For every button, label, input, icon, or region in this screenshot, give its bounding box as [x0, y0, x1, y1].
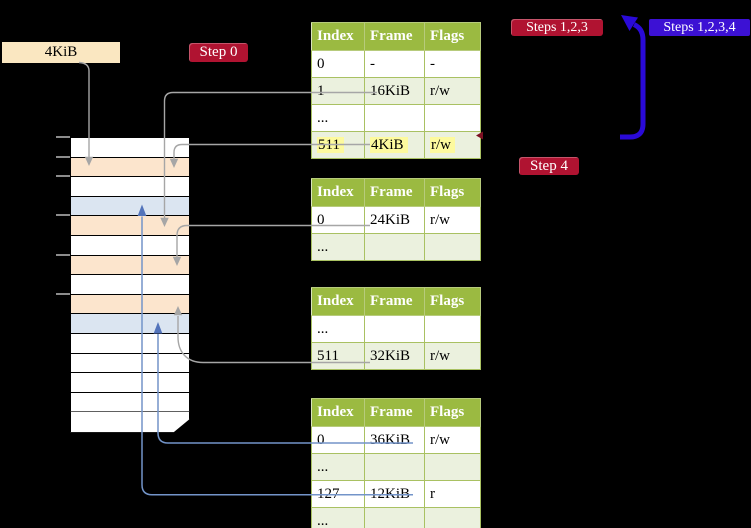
- memory-row-13: [70, 391, 190, 413]
- memory-row-5: [70, 235, 190, 257]
- table-row: ...: [311, 453, 481, 481]
- memory-row-3: [70, 195, 190, 217]
- cell-frame: 24KiB: [370, 211, 411, 228]
- step0-label: Step 0: [189, 43, 248, 62]
- memory-row-6: [70, 254, 190, 276]
- header-index: Index: [311, 287, 365, 316]
- cell-index: 511: [317, 136, 344, 153]
- memory-row-9: [70, 313, 190, 335]
- cell-index: 127: [317, 485, 340, 502]
- header-frame: Frame: [364, 287, 425, 316]
- table-row: ...: [311, 507, 481, 528]
- memory-row-10: [70, 333, 190, 355]
- cell-flags: r/w: [430, 431, 450, 448]
- table-header-row: Index Frame Flags: [311, 178, 481, 207]
- cell-index: ...: [317, 458, 329, 475]
- cell-flags: r: [430, 485, 435, 502]
- cell-flags: r/w: [430, 136, 455, 153]
- cell-index: ...: [317, 320, 329, 337]
- memory-row-2: [70, 176, 190, 198]
- table-row: ...: [311, 104, 481, 132]
- step4-label: Step 4: [519, 157, 579, 175]
- page-table-2: Index Frame Flags 0 24KiB r/w ...: [311, 178, 481, 261]
- cell-flags: r/w: [430, 82, 450, 99]
- cell-index: ...: [317, 238, 329, 255]
- cell-index: 1: [317, 82, 325, 99]
- cell-frame: -: [370, 55, 375, 72]
- memory-tick: [56, 293, 70, 295]
- cell-index: ...: [317, 512, 329, 528]
- memory-row-8: [70, 293, 190, 315]
- table-header-row: Index Frame Flags: [311, 22, 481, 51]
- memory-tick: [56, 175, 70, 177]
- cell-index: 0: [317, 211, 325, 228]
- steps1234-label: Steps 1,2,3,4: [649, 19, 750, 36]
- memory-tick: [56, 253, 70, 256]
- memory-row-0: [70, 137, 190, 159]
- header-flags: Flags: [424, 398, 481, 427]
- memory-row-11: [70, 352, 190, 374]
- header-flags: Flags: [424, 22, 481, 51]
- memory-row-14: [70, 411, 190, 433]
- memory-row-4: [70, 215, 190, 237]
- memory-tick: [56, 155, 70, 158]
- cell-frame: 36KiB: [370, 431, 411, 448]
- header-frame: Frame: [364, 22, 425, 51]
- header-frame: Frame: [364, 178, 425, 207]
- table-row: 511 32KiB r/w: [311, 342, 481, 370]
- table-row: 0 24KiB r/w: [311, 206, 481, 234]
- cell-index: 0: [317, 55, 325, 72]
- table-row: ...: [311, 233, 481, 261]
- cell-index: 511: [317, 347, 339, 364]
- page-table-4: Index Frame Flags 0 36KiB r/w ... 127 12…: [311, 398, 481, 528]
- table-header-row: Index Frame Flags: [311, 398, 481, 427]
- table-row-highlighted: 511 4KiB r/w: [311, 131, 481, 159]
- memory-row-7: [70, 274, 190, 296]
- cell-index: ...: [317, 109, 329, 126]
- table-row: 0 36KiB r/w: [311, 426, 481, 454]
- memory-tick: [56, 214, 70, 216]
- cell-frame: 12KiB: [370, 485, 411, 502]
- cell-frame: 4KiB: [370, 136, 408, 153]
- page-table-1: Index Frame Flags 0 - - 1 16KiB r/w ... …: [311, 22, 481, 159]
- cell-flags: r/w: [430, 347, 450, 364]
- cell-flags: r/w: [430, 211, 450, 228]
- header-index: Index: [311, 178, 365, 207]
- cell-flags: -: [430, 55, 435, 72]
- recursive-loop-arrow: [620, 22, 646, 140]
- memory-row-1: [70, 156, 190, 178]
- frame-size-label: 4KiB: [2, 42, 120, 63]
- steps123-label: Steps 1,2,3: [511, 19, 603, 36]
- cell-frame: 32KiB: [370, 347, 411, 364]
- table-row: 127 12KiB r: [311, 480, 481, 508]
- cell-frame: 16KiB: [370, 82, 411, 99]
- table-row: 0 - -: [311, 50, 481, 78]
- table-header-row: Index Frame Flags: [311, 287, 481, 316]
- recursive-loop-arrowhead: [621, 15, 638, 31]
- header-frame: Frame: [364, 398, 425, 427]
- memory-row-12: [70, 372, 190, 394]
- header-index: Index: [311, 22, 365, 51]
- physical-memory-column: [70, 137, 190, 433]
- table-row: ...: [311, 315, 481, 343]
- header-flags: Flags: [424, 287, 481, 316]
- header-index: Index: [311, 398, 365, 427]
- table-row: 1 16KiB r/w: [311, 77, 481, 105]
- header-flags: Flags: [424, 178, 481, 207]
- cell-index: 0: [317, 431, 325, 448]
- memory-tick: [56, 135, 70, 138]
- page-table-3: Index Frame Flags ... 511 32KiB r/w: [311, 287, 481, 370]
